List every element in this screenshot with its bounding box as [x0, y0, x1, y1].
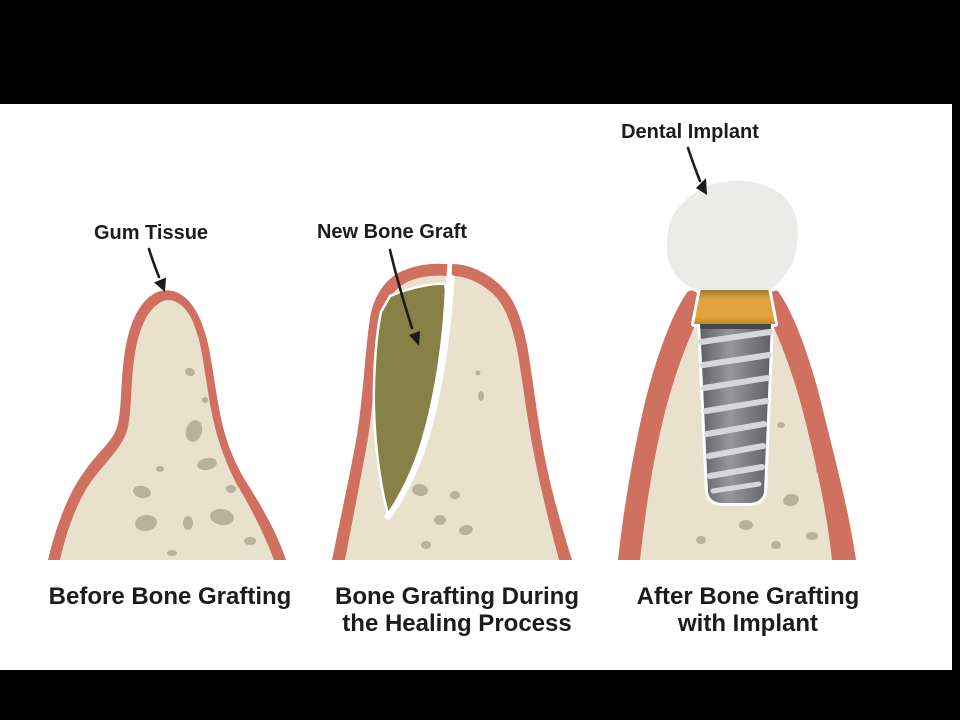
graft-bone-gap-line	[384, 274, 455, 520]
gum-band-left	[618, 290, 702, 560]
bone-before	[60, 300, 274, 560]
implant-abutment	[694, 288, 775, 324]
implant-crown	[666, 180, 798, 290]
bone-speckles-during	[412, 370, 484, 549]
dental-implant-graphic	[666, 180, 798, 506]
new-bone-graft-label: New Bone Graft	[316, 221, 468, 243]
caption-before-line1: Before Bone Grafting	[48, 583, 292, 610]
slide-canvas: Gum Tissue New Bone Graft Dental Implant…	[0, 104, 952, 670]
annotation-arrows	[147, 146, 707, 346]
implant-screw-threads	[698, 329, 773, 494]
gum-tissue-arrow	[147, 247, 166, 292]
caption-after-line1: After Bone Grafting	[636, 583, 860, 610]
panel-after-illustration	[618, 180, 856, 560]
bone-grafting-diagram	[48, 146, 856, 560]
caption-before: Before Bone Grafting	[49, 583, 292, 610]
caption-during-line2: the Healing Process	[342, 610, 572, 637]
panel-during-illustration	[332, 258, 572, 560]
implant-screw	[700, 322, 771, 503]
bone-graft-region	[372, 282, 448, 517]
gum-slit-line	[445, 258, 453, 296]
bone-speckles-before	[133, 367, 256, 556]
dental-implant-label: Dental Implant	[621, 121, 759, 143]
panel-before-illustration	[48, 290, 286, 560]
caption-after: After Bone Grafting with Implant	[637, 583, 860, 637]
caption-during: Bone Grafting During the Healing Process	[335, 583, 579, 637]
caption-during-line1: Bone Grafting During	[335, 583, 579, 610]
new-bone-graft-arrow	[388, 248, 420, 346]
gum-band-right	[766, 290, 856, 560]
dental-implant-arrow	[686, 146, 707, 195]
gum-tissue-label: Gum Tissue	[93, 222, 209, 244]
caption-after-line2: with Implant	[677, 610, 818, 637]
